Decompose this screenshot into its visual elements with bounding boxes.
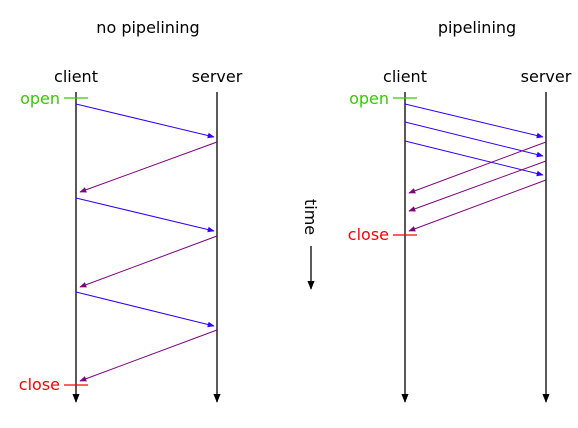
response-arrow <box>408 160 547 212</box>
close-label: close <box>19 375 60 394</box>
client-label: client <box>383 67 427 86</box>
time-label: time <box>301 199 320 235</box>
open-label: open <box>20 89 60 108</box>
request-arrow <box>404 140 544 177</box>
diagram-pipelining: pipelining client server open close <box>348 18 572 403</box>
open-label: open <box>349 89 389 108</box>
request-arrow <box>75 291 215 328</box>
title-pipelining: pipelining <box>438 18 516 37</box>
request-arrow <box>75 197 215 233</box>
request-arrow <box>404 121 544 158</box>
response-arrow <box>408 141 547 194</box>
close-label: close <box>348 225 389 244</box>
title-no-pipelining: no pipelining <box>96 18 199 37</box>
server-label: server <box>192 67 243 86</box>
diagram-no-pipelining: no pipelining client server open close <box>19 18 243 403</box>
server-label: server <box>521 67 572 86</box>
time-axis: time <box>301 199 320 290</box>
response-arrow <box>408 179 547 232</box>
request-arrow <box>404 103 544 139</box>
response-arrow <box>79 235 218 288</box>
client-label: client <box>54 67 98 86</box>
response-arrow <box>79 329 218 382</box>
response-arrow <box>79 141 218 193</box>
request-arrow <box>75 103 215 139</box>
